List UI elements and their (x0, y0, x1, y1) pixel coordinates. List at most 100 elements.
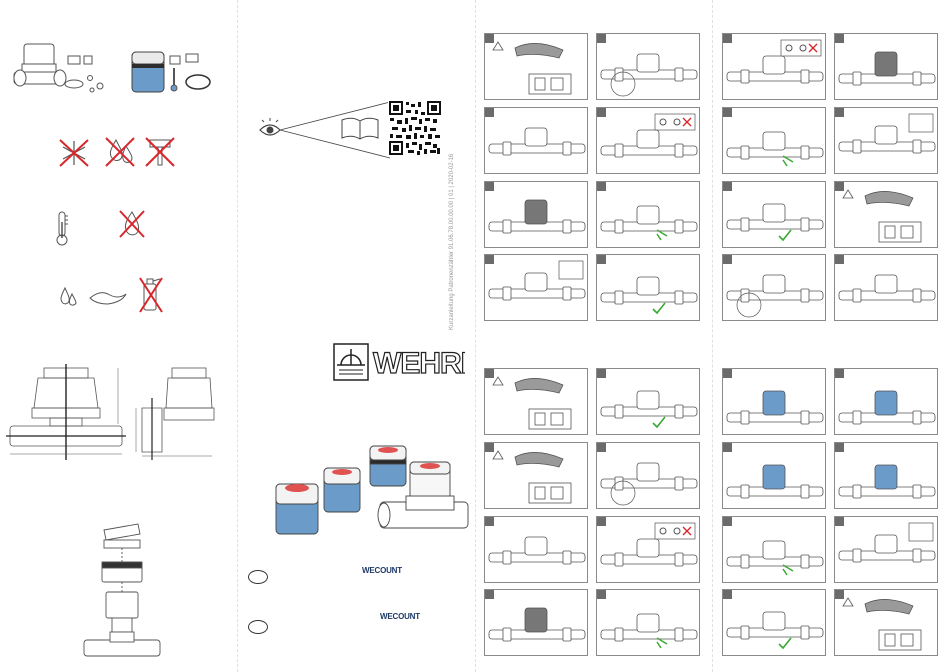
no-drop-icon (118, 208, 146, 240)
step-panel (596, 368, 700, 435)
step-illustration (723, 517, 827, 584)
step-panel (596, 254, 700, 321)
step-illustration (485, 34, 589, 101)
wecount-label-1: WECOUNT (362, 566, 402, 575)
step-number-marker (835, 34, 844, 43)
step-number-marker (485, 517, 494, 526)
step-panel (722, 368, 826, 435)
step-illustration (723, 590, 827, 657)
step-number-marker (485, 443, 494, 452)
step-number-marker (597, 255, 606, 264)
no-water-drop-icon (104, 136, 136, 168)
step-number-marker (597, 108, 606, 117)
book-icon (340, 116, 380, 142)
step-illustration (485, 182, 589, 249)
step-panel (484, 181, 588, 248)
wehrle-logo: WEHRLE (333, 343, 465, 381)
step-panel (834, 254, 938, 321)
exploded-view-illustration (82, 522, 162, 664)
step-number-marker (835, 108, 844, 117)
step-illustration (485, 590, 589, 657)
step-number-marker (835, 443, 844, 452)
step-number-marker (835, 255, 844, 264)
step-panel (484, 442, 588, 509)
step-illustration (723, 255, 827, 322)
step-panel (596, 589, 700, 656)
cartridge-variants-illustration (270, 440, 470, 550)
step-illustration (723, 443, 827, 510)
step-panel (834, 107, 938, 174)
step-number-marker (723, 34, 732, 43)
qr-code-icon (388, 100, 442, 156)
step-number-marker (723, 517, 732, 526)
step-illustration (485, 108, 589, 175)
step-panel (722, 33, 826, 100)
fold-line-1 (237, 0, 238, 672)
step-number-marker (835, 369, 844, 378)
wecount-label-2: WECOUNT (380, 612, 420, 621)
step-illustration (723, 108, 827, 175)
step-number-marker (485, 255, 494, 264)
step-illustration (835, 369, 939, 436)
cartridge-parts-illustration (128, 42, 218, 102)
step-number-marker (835, 590, 844, 599)
step-number-marker (723, 443, 732, 452)
document-reference: Kurzanleitung Patronenzähler 91.06.78.00… (449, 154, 455, 330)
step-illustration (723, 34, 827, 101)
step-illustration (835, 590, 939, 657)
step-illustration (723, 182, 827, 249)
step-number-marker (723, 369, 732, 378)
step-number-marker (723, 108, 732, 117)
brand-name: WEHRLE (373, 347, 465, 380)
step-illustration (597, 182, 701, 249)
step-panel (596, 442, 700, 509)
step-panel (722, 589, 826, 656)
step-panel (484, 516, 588, 583)
step-illustration (835, 517, 939, 584)
step-illustration (485, 517, 589, 584)
step-panel (834, 442, 938, 509)
step-number-marker (597, 443, 606, 452)
step-number-marker (485, 590, 494, 599)
language-marker-1 (248, 570, 268, 584)
step-panel (834, 589, 938, 656)
cloth-icon (88, 288, 128, 306)
step-illustration (835, 34, 939, 101)
step-number-marker (597, 590, 606, 599)
step-panel (722, 107, 826, 174)
step-panel (722, 516, 826, 583)
step-panel (596, 516, 700, 583)
step-panel (484, 107, 588, 174)
fold-line-2 (475, 0, 476, 672)
step-number-marker (723, 255, 732, 264)
step-panel (834, 33, 938, 100)
step-illustration (485, 443, 589, 510)
step-number-marker (485, 369, 494, 378)
step-number-marker (485, 182, 494, 191)
meter-parts-illustration (10, 42, 110, 102)
step-illustration (835, 443, 939, 510)
step-number-marker (835, 517, 844, 526)
step-illustration (723, 369, 827, 436)
step-panel (722, 442, 826, 509)
drop-icon (58, 286, 78, 310)
step-number-marker (597, 34, 606, 43)
step-panel (596, 181, 700, 248)
step-illustration (597, 590, 701, 657)
step-number-marker (723, 590, 732, 599)
step-illustration (597, 34, 701, 101)
step-number-marker (597, 517, 606, 526)
step-number-marker (835, 182, 844, 191)
step-panel (484, 254, 588, 321)
step-illustration (485, 369, 589, 436)
step-illustration (597, 369, 701, 436)
step-panel (596, 33, 700, 100)
fold-line-3 (712, 0, 713, 672)
step-illustration (597, 443, 701, 510)
step-illustration (597, 255, 701, 322)
step-illustration (597, 517, 701, 584)
dimension-drawing-front (6, 364, 130, 464)
step-illustration (485, 255, 589, 322)
no-hammer-icon (144, 136, 176, 168)
step-panel (484, 589, 588, 656)
